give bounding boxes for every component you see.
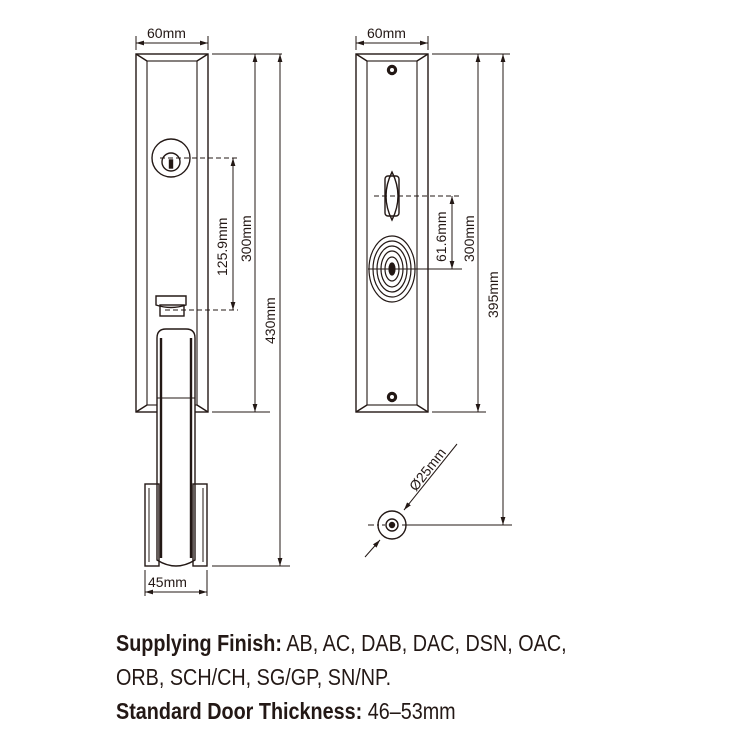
left-center-distance-label: 300mm — [238, 215, 254, 262]
finish-values-1: AB, AC, DAB, DAC, DSN, OAC, — [286, 630, 567, 656]
thumb-piece-icon — [155, 295, 187, 317]
finish-line-1: Supplying Finish: AB, AC, DAB, DAC, DSN,… — [116, 626, 649, 660]
handle-base — [144, 483, 208, 567]
right-total-height-label: 395mm — [485, 271, 501, 318]
thickness-label: Standard Door Thickness: — [116, 698, 363, 724]
left-total-height-label: 430mm — [262, 297, 278, 344]
handle-grip — [156, 328, 196, 567]
cylinder-to-thumb-label: 125.9mm — [214, 218, 230, 276]
handle-width-label: 45mm — [148, 574, 187, 590]
screw-icon — [386, 391, 398, 403]
finish-label: Supplying Finish: — [116, 630, 282, 656]
finish-values-2: ORB, SCH/CH, SG/GP, SN/NP. — [116, 664, 392, 690]
interior-escutcheon-view — [355, 36, 512, 558]
interior-plate — [355, 53, 429, 413]
finish-line-2: ORB, SCH/CH, SG/GP, SN/NP. — [116, 660, 649, 694]
lock-technical-drawing: 60mm 125.9mm 300mm 430mm 45mm — [135, 25, 512, 596]
rose-diameter-label: Ø25mm — [406, 445, 449, 494]
exterior-escutcheon-view — [135, 36, 290, 596]
key-cylinder-icon — [151, 138, 191, 178]
right-center-distance-label: 300mm — [461, 215, 477, 262]
thickness-value: 46–53mm — [367, 698, 456, 724]
screw-icon — [386, 64, 398, 76]
left-width-label: 60mm — [147, 25, 186, 41]
turn-to-knob-label: 61.6mm — [433, 211, 449, 262]
right-width-label: 60mm — [367, 25, 406, 41]
specifications-block: Supplying Finish: AB, AC, DAB, DAC, DSN,… — [116, 626, 649, 728]
rose-detail — [364, 443, 512, 558]
thickness-line: Standard Door Thickness: 46–53mm — [116, 694, 649, 728]
